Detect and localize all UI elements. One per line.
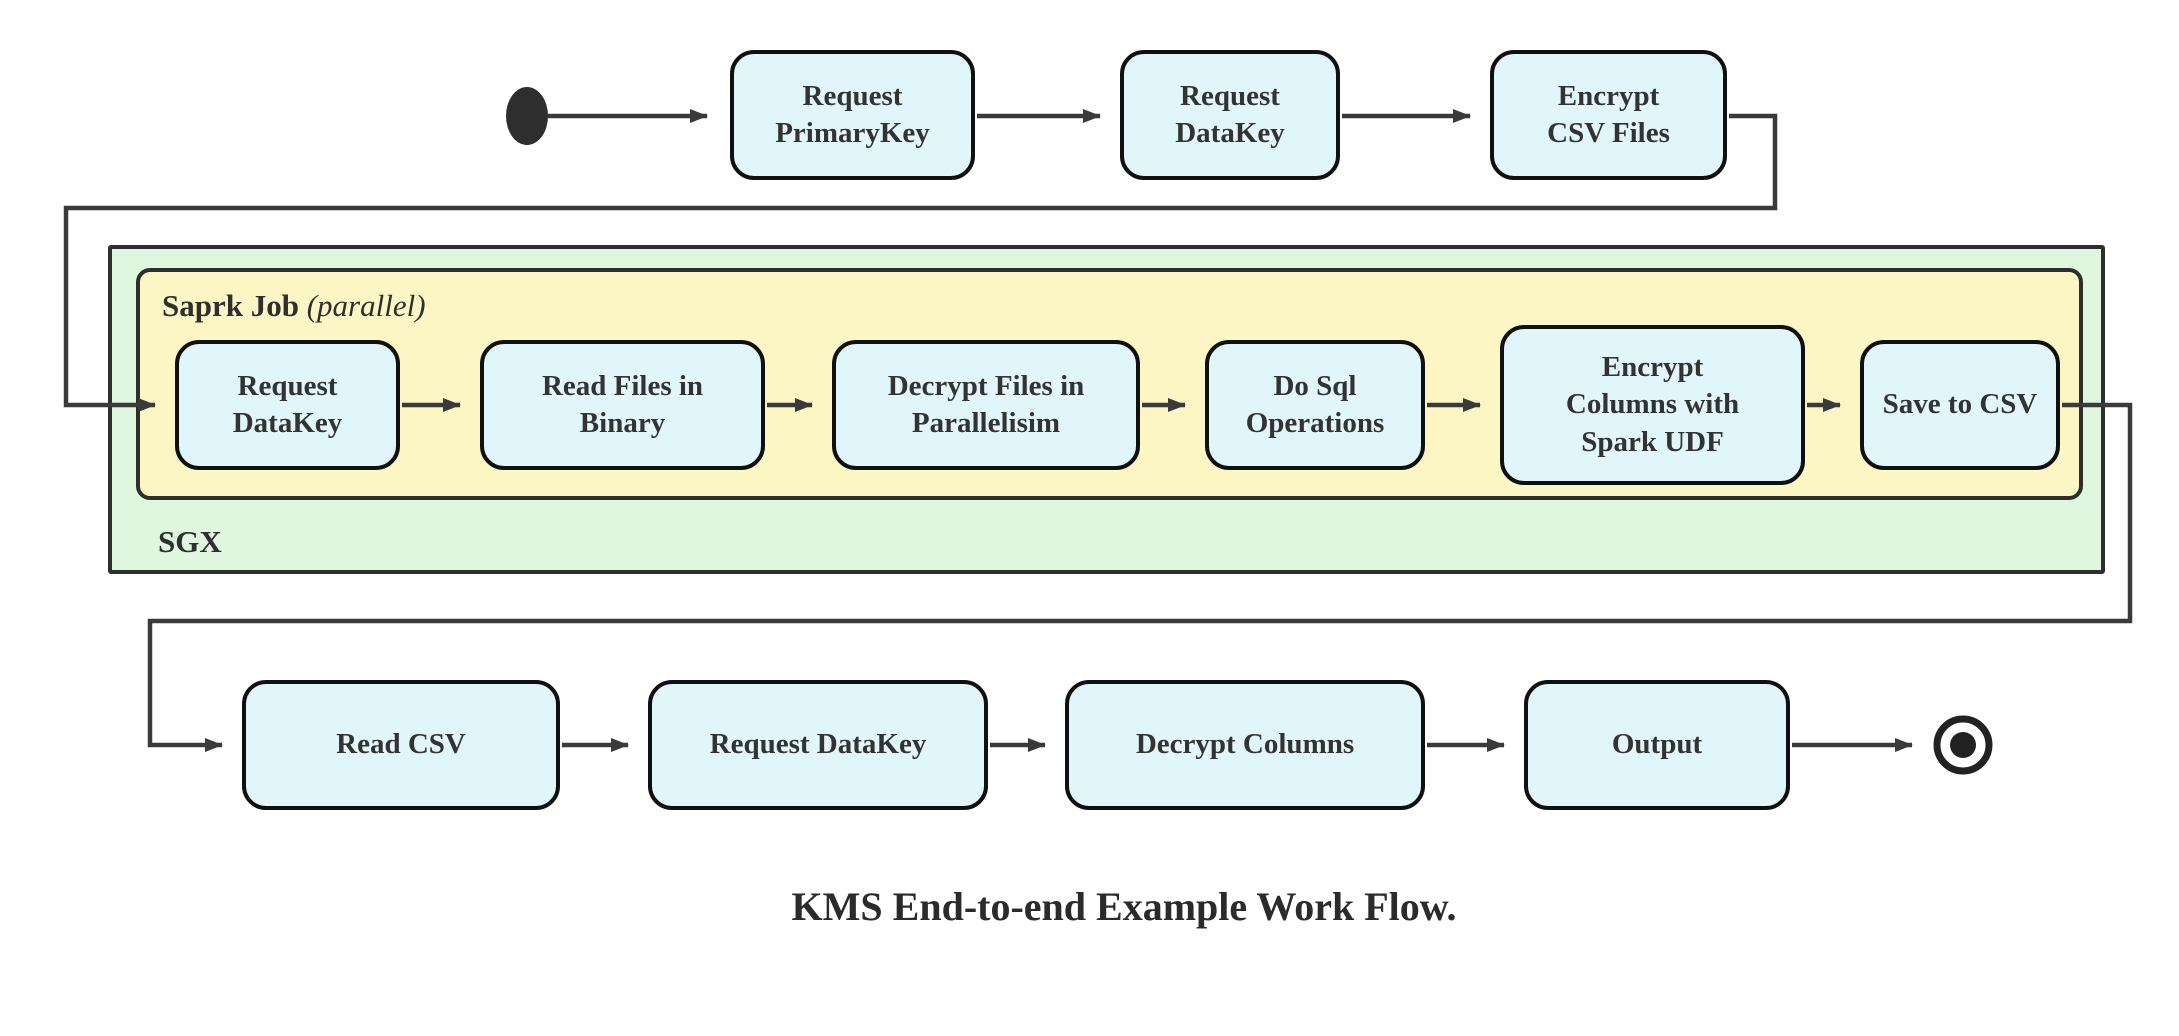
node-decrypt-columns: Decrypt Columns: [1065, 680, 1425, 810]
node-request-primarykey: Request PrimaryKey: [730, 50, 975, 180]
end-state-icon: [1933, 715, 1993, 775]
sgx-label: SGX: [158, 524, 222, 559]
node-encrypt-csv-files: Encrypt CSV Files: [1490, 50, 1727, 180]
node-save-to-csv: Save to CSV: [1860, 340, 2060, 470]
spark-job-qualifier: (parallel): [306, 288, 426, 323]
node-request-datakey-sgx: Request DataKey: [175, 340, 400, 470]
node-read-files-in-binary: Read Files in Binary: [480, 340, 765, 470]
node-encrypt-columns-with-spark-udf: Encrypt Columns with Spark UDF: [1500, 325, 1805, 485]
start-state-icon: [506, 87, 548, 145]
node-read-csv: Read CSV: [242, 680, 560, 810]
spark-job-label: Saprk Job (parallel): [162, 288, 426, 324]
node-output: Output: [1524, 680, 1790, 810]
diagram-title: KMS End-to-end Example Work Flow.: [791, 884, 1457, 929]
spark-job-label-text: Saprk Job: [162, 288, 299, 323]
node-do-sql-operations: Do Sql Operations: [1205, 340, 1425, 470]
end-state-dot: [1950, 732, 1976, 758]
node-request-datakey-top: Request DataKey: [1120, 50, 1340, 180]
node-decrypt-files-in-parallelisim: Decrypt Files in Parallelisim: [832, 340, 1140, 470]
node-request-datakey-bottom: Request DataKey: [648, 680, 988, 810]
